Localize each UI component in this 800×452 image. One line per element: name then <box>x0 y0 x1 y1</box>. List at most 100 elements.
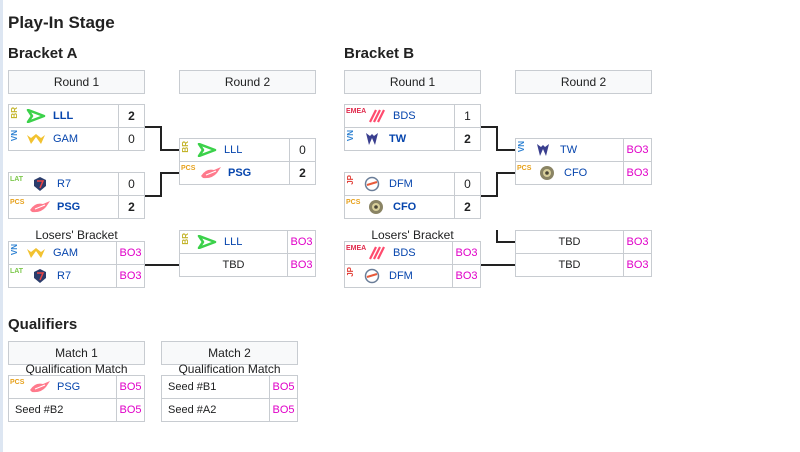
bracket-b-round1-match1: EMEA BDS 1 VN TW 2 <box>344 104 481 151</box>
dfm-logo-icon <box>361 268 383 284</box>
bracket-connector <box>481 264 515 266</box>
bracket-b-round1-header: Round 1 <box>344 70 481 94</box>
bracket-a-losers-label: Losers' Bracket <box>35 228 118 242</box>
team-name[interactable]: LLL <box>53 110 74 122</box>
best-of-badge: BO5 <box>116 376 144 398</box>
team-row[interactable]: EMEA BDS BO3 <box>345 242 480 264</box>
best-of-badge: BO3 <box>452 264 480 287</box>
team-name[interactable]: BDS <box>393 110 416 122</box>
qualifiers-title: Qualifiers <box>8 316 78 333</box>
team-row: TBD BO3 <box>516 253 651 276</box>
team-score: 2 <box>118 105 144 127</box>
region-tag: VN <box>10 244 19 256</box>
team-name[interactable]: DFM <box>389 269 413 282</box>
team-row: TBD BO3 <box>516 231 651 253</box>
team-row[interactable]: BR LLL 0 <box>180 139 315 161</box>
team-score: 2 <box>289 161 315 184</box>
team-row[interactable]: VN GAM 0 <box>9 127 144 150</box>
bracket-connector <box>160 126 162 150</box>
team-name: TBD <box>222 258 245 271</box>
team-row[interactable]: LAT R7 BO3 <box>9 264 144 287</box>
team-row[interactable]: VN TW BO3 <box>516 139 651 161</box>
bracket-b-round2-header: Round 2 <box>515 70 652 94</box>
team-name[interactable]: PSG <box>57 200 81 213</box>
team-row[interactable]: PCS PSG 2 <box>180 161 315 184</box>
team-score: 0 <box>118 127 144 150</box>
qualifier-match1: PCS PSG BO5 Seed #B2 BO5 <box>8 375 145 422</box>
team-name[interactable]: LLL <box>224 144 243 156</box>
team-row[interactable]: PCS CFO BO3 <box>516 161 651 184</box>
bracket-b-losers-match: EMEA BDS BO3 JP DFM BO3 <box>344 241 481 288</box>
bracket-b-round2-lower-match: TBD BO3 TBD BO3 <box>515 230 652 277</box>
team-name[interactable]: PSG <box>228 166 252 179</box>
region-tag: PCS <box>346 198 361 206</box>
gam-logo-icon <box>25 131 47 147</box>
r7-logo-icon <box>29 268 51 284</box>
team-name[interactable]: LLL <box>224 236 243 248</box>
team-name[interactable]: GAM <box>53 132 79 145</box>
qualifier-match1-header: Match 1 <box>8 341 145 365</box>
team-row[interactable]: JP DFM BO3 <box>345 264 480 287</box>
team-row[interactable]: EMEA BDS 1 <box>345 105 480 127</box>
team-row[interactable]: BR LLL 2 <box>9 105 144 127</box>
region-tag: JP <box>346 175 355 185</box>
page-title: Play-In Stage <box>8 13 115 32</box>
best-of-badge: BO3 <box>287 253 315 276</box>
team-score: 2 <box>118 195 144 218</box>
team-row: Seed #A2 BO5 <box>162 398 297 421</box>
team-row[interactable]: VN GAM BO3 <box>9 242 144 264</box>
team-name[interactable]: DFM <box>389 178 413 190</box>
team-score: 2 <box>454 127 480 150</box>
team-row: Seed #B2 BO5 <box>9 398 144 421</box>
team-name[interactable]: R7 <box>57 269 72 282</box>
seed-label: Seed #B2 <box>15 403 64 416</box>
bracket-connector <box>145 195 161 197</box>
best-of-badge: BO3 <box>287 231 315 253</box>
region-tag: LAT <box>10 267 24 275</box>
team-row[interactable]: PCS PSG 2 <box>9 195 144 218</box>
team-score: 1 <box>454 105 480 127</box>
best-of-badge: BO3 <box>623 161 651 184</box>
bds-logo-icon <box>365 245 387 261</box>
bracket-a-round2-header: Round 2 <box>179 70 316 94</box>
region-tag: PCS <box>10 379 25 386</box>
team-row[interactable]: TBD BO3 <box>180 253 315 276</box>
bracket-a-losers-match: VN GAM BO3 LAT R7 BO3 <box>8 241 145 288</box>
team-name[interactable]: R7 <box>57 178 72 190</box>
bracket-connector <box>160 149 179 151</box>
bracket-connector <box>481 126 497 128</box>
team-name[interactable]: BDS <box>393 247 416 259</box>
team-name[interactable]: TW <box>389 132 407 145</box>
lll-logo-icon <box>25 108 47 124</box>
team-row[interactable]: PCS PSG BO5 <box>9 376 144 398</box>
seed-label: Seed #B1 <box>168 381 217 393</box>
best-of-badge: BO3 <box>623 231 651 253</box>
team-name[interactable]: TW <box>560 144 578 156</box>
tw-logo-icon <box>361 131 383 147</box>
region-tag: JP <box>346 266 355 277</box>
team-name: TBD <box>558 236 581 248</box>
team-name[interactable]: CFO <box>393 200 417 213</box>
team-row[interactable]: BR LLL BO3 <box>180 231 315 253</box>
region-tag: PCS <box>517 164 532 172</box>
seed-label: Seed #A2 <box>168 403 217 416</box>
team-name[interactable]: GAM <box>53 247 79 259</box>
region-tag: EMEA <box>346 245 367 252</box>
team-row[interactable]: PCS CFO 2 <box>345 195 480 218</box>
team-name[interactable]: PSG <box>57 381 81 393</box>
bracket-b-losers-label: Losers' Bracket <box>371 228 454 242</box>
team-score: 2 <box>454 195 480 218</box>
page-left-border <box>0 0 3 452</box>
team-name[interactable]: CFO <box>564 166 588 179</box>
team-row[interactable]: JP DFM 0 <box>345 173 480 195</box>
region-tag: VN <box>517 141 526 153</box>
bracket-connector <box>496 172 498 197</box>
team-row: Seed #B1 BO5 <box>162 376 297 398</box>
region-tag: BR <box>10 107 19 119</box>
team-row[interactable]: LAT R7 0 <box>9 173 144 195</box>
region-tag: PCS <box>181 164 196 172</box>
bracket-b-round1-match2: JP DFM 0 PCS CFO 2 <box>344 172 481 219</box>
bracket-connector <box>145 264 179 266</box>
bracket-a-round1-match2: LAT R7 0 PCS PSG 2 <box>8 172 145 219</box>
team-row[interactable]: VN TW 2 <box>345 127 480 150</box>
